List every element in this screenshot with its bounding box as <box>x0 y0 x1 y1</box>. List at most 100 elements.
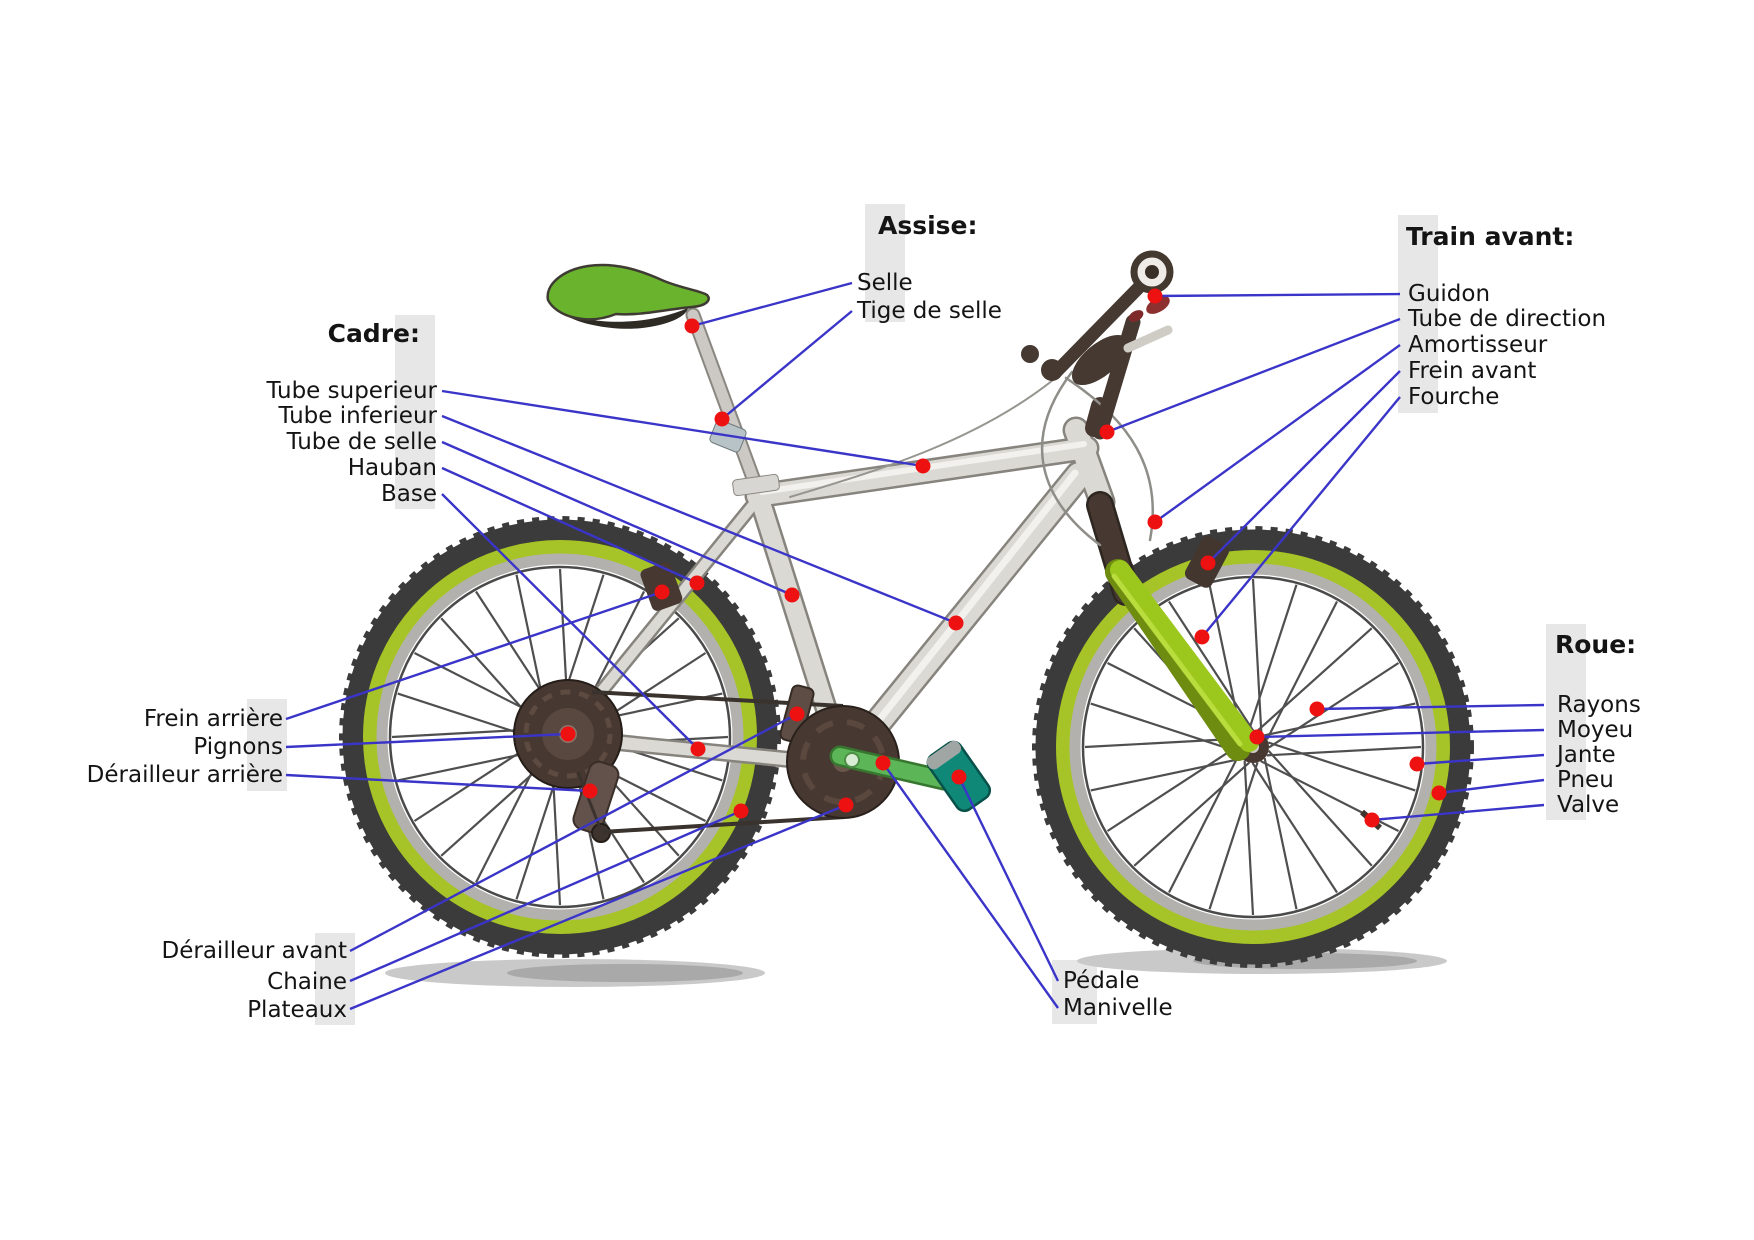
label-pedale: Pédale <box>1063 968 1140 994</box>
label-backdrop-train-avant <box>1398 215 1438 413</box>
marker-dot-tube_de_selle <box>784 587 800 603</box>
brake-lever-body <box>1071 334 1129 386</box>
shift-cable <box>1040 370 1102 547</box>
connector-selle <box>691 281 853 328</box>
label-frein-arriere: Frein arrière <box>143 706 283 732</box>
marker-dot-pignons <box>560 726 576 742</box>
label-valve: Valve <box>1557 792 1620 818</box>
marker-dot-tube_superieur <box>915 458 931 474</box>
connector-valve <box>1371 803 1545 822</box>
connector-tube_de_direction <box>1106 317 1401 434</box>
marker-dot-derailleur_avant <box>789 706 805 722</box>
connector-plateaux <box>349 803 847 1011</box>
connector-frein_arriere <box>285 590 663 721</box>
saddle <box>546 263 710 329</box>
connector-pedale <box>957 776 1060 982</box>
connector-guidon <box>1154 292 1401 298</box>
connector-pignons <box>285 732 569 749</box>
handlebar <box>789 250 1174 547</box>
label-guidon: Guidon <box>1408 281 1491 307</box>
connector-hauban <box>441 466 698 585</box>
label-backdrop-roue <box>1546 624 1586 820</box>
connector-chaine <box>349 809 742 983</box>
marker-dot-moyeu <box>1249 729 1265 745</box>
connector-amortisseur <box>1154 344 1401 523</box>
label-amortisseur: Amortisseur <box>1408 332 1548 358</box>
seat-clamp <box>732 473 780 497</box>
marker-dot-tube_de_direction <box>1099 424 1115 440</box>
connector-rayons <box>1316 703 1545 711</box>
connector-fourche <box>1201 396 1401 638</box>
label-jante: Jante <box>1557 742 1616 768</box>
label-backdrop-assise <box>865 204 905 322</box>
label-derailleur-avant: Dérailleur avant <box>161 938 347 964</box>
marker-dot-derailleur_arriere <box>582 783 598 799</box>
label-tige-de-selle: Tige de selle <box>857 298 1002 324</box>
marker-dot-jante <box>1409 756 1425 772</box>
label-tube-de-selle: Tube de selle <box>286 429 437 455</box>
marker-dot-frein_arriere <box>654 584 670 600</box>
marker-dot-selle <box>684 318 700 334</box>
seat-post <box>687 309 759 484</box>
label-derailleur-arriere: Dérailleur arrière <box>86 762 283 788</box>
label-backdrop-cadre <box>395 315 435 509</box>
group-title-assise: Assise: <box>878 211 978 240</box>
connector-moyeu <box>1256 728 1545 739</box>
marker-dot-guidon <box>1147 288 1163 304</box>
group-title-roue: Roue: <box>1555 630 1637 659</box>
marker-dot-frein_avant <box>1200 555 1216 571</box>
label-base: Base <box>380 481 437 507</box>
label-tube-superieur: Tube superieur <box>266 378 437 404</box>
connector-jante <box>1416 753 1545 766</box>
marker-dot-pedale <box>951 769 967 785</box>
marker-dot-base <box>690 741 706 757</box>
label-pneu: Pneu <box>1557 767 1614 793</box>
bar <box>1049 267 1159 379</box>
marker-dot-plateaux <box>838 797 854 813</box>
label-fourche: Fourche <box>1408 384 1500 410</box>
marker-dot-chaine <box>733 803 749 819</box>
label-backdrop-rear-group <box>247 699 287 791</box>
label-tube-inferieur: Tube inferieur <box>278 403 437 429</box>
connector-derailleur_avant <box>349 712 798 953</box>
stem <box>1092 314 1141 440</box>
connector-tube_de_selle <box>441 440 793 597</box>
connector-manivelle <box>882 762 1059 1009</box>
label-chaine: Chaine <box>267 969 347 995</box>
marker-dot-pneu <box>1431 785 1447 801</box>
rear-wheel <box>339 516 781 958</box>
connector-tube_superieur <box>441 389 924 468</box>
marker-dot-fourche <box>1194 629 1210 645</box>
connector-base <box>441 493 699 750</box>
marker-dot-rayons <box>1309 701 1325 717</box>
annotation-layer <box>285 281 1545 1011</box>
connector-tube_inferieur <box>441 414 957 625</box>
marker-dot-valve <box>1364 812 1380 828</box>
connector-tige_de_selle <box>721 310 853 420</box>
label-hauban: Hauban <box>347 455 437 481</box>
label-tube-de-direction: Tube de direction <box>1408 306 1607 332</box>
fork-blade <box>1110 560 1259 752</box>
label-manivelle: Manivelle <box>1063 995 1173 1021</box>
marker-dot-amortisseur <box>1147 514 1163 530</box>
group-title-train-avant: Train avant: <box>1406 222 1575 251</box>
group-title-cadre: Cadre: <box>327 319 420 348</box>
marker-dot-tube_inferieur <box>948 615 964 631</box>
connector-derailleur_arriere <box>285 773 591 793</box>
marker-dot-manivelle <box>875 755 891 771</box>
label-frein-avant: Frein avant <box>1408 358 1537 384</box>
label-backdrop-pedal-group <box>1052 960 1097 1024</box>
marker-dot-hauban <box>689 575 705 591</box>
connector-pneu <box>1438 778 1545 795</box>
rear-brake-cable <box>789 375 1059 498</box>
marker-dot-tige_de_selle <box>714 411 730 427</box>
label-selle: Selle <box>857 270 913 296</box>
label-backdrop-drivetrain-group <box>315 933 355 1025</box>
label-moyeu: Moyeu <box>1557 717 1634 743</box>
brake-lever-blade <box>1123 325 1173 353</box>
label-pignons: Pignons <box>193 734 283 760</box>
label-plateaux: Plateaux <box>247 997 347 1023</box>
connector-frein_avant <box>1207 370 1401 564</box>
